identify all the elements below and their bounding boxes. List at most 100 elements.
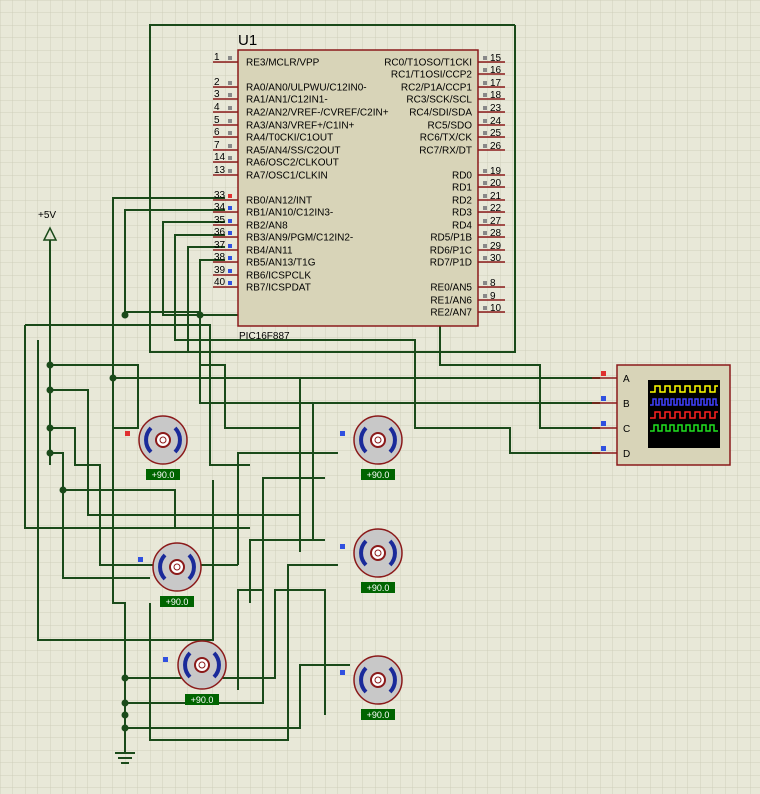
pin-state-indicator	[228, 106, 232, 110]
pin-state-indicator	[228, 244, 232, 248]
chip-pin-right[interactable]: 26 RC7/RX/DT	[419, 141, 505, 157]
wire-junction	[46, 361, 54, 369]
pin-name: RB6/ICSPCLK	[246, 271, 311, 282]
servo-value: +90.0	[367, 470, 390, 480]
servo-arm-icon	[212, 651, 221, 679]
wire-5v-left	[25, 324, 250, 466]
pin-state-indicator	[483, 256, 487, 260]
scope-channel-input[interactable]: A	[592, 371, 630, 385]
channel-label: D	[623, 449, 630, 460]
scope-channel-input[interactable]: C	[592, 421, 630, 435]
pin-state-indicator	[228, 156, 232, 160]
pin-state-indicator	[483, 56, 487, 60]
oscilloscope[interactable]: ABC D	[592, 364, 731, 466]
servo-value-box	[160, 596, 194, 607]
wire-junction	[196, 311, 204, 319]
servo-motor[interactable]: +90.0	[163, 640, 227, 705]
pin-name: RB2/AN8	[246, 221, 288, 232]
scope-channel-input[interactable]: B	[592, 396, 630, 410]
chip-pin-right[interactable]: 30 RD7/P1D	[430, 253, 505, 269]
pin-name: RA0/AN0/ULPWU/C12IN0-	[246, 83, 367, 94]
pin-state-indicator	[228, 144, 232, 148]
pin-number: 29	[490, 241, 502, 252]
pin-number: 22	[490, 203, 502, 214]
servo-state-indicator	[340, 431, 345, 436]
pin-number: 30	[490, 253, 502, 264]
channel-state-indicator	[601, 446, 606, 451]
servo-motor[interactable]: +90.0	[340, 655, 403, 720]
power-label: +5V	[38, 210, 56, 221]
power-terminal[interactable]: +5V	[38, 210, 58, 241]
wire-a6	[63, 489, 176, 528]
scope-channel-input[interactable]: D	[592, 446, 630, 460]
pin-state-indicator	[483, 169, 487, 173]
pin-name: RC0/T1OSO/T1CKI	[384, 58, 472, 69]
pin-state-indicator	[228, 219, 232, 223]
pin-name: RA7/OSC1/CLKIN	[246, 171, 328, 182]
chip-pin-right[interactable]: 10 RE2/AN7	[430, 303, 505, 319]
pin-state-indicator	[483, 206, 487, 210]
pin-name: RA2/AN2/VREF-/CVREF/C2IN+	[246, 108, 389, 119]
chip-body[interactable]	[237, 49, 479, 327]
pin-name: RC7/RX/DT	[419, 146, 472, 157]
pin-name: RD1	[452, 183, 472, 194]
pin-number: 26	[490, 141, 502, 152]
pin-number: 3	[214, 89, 220, 100]
pin-state-indicator	[483, 131, 487, 135]
pin-name: RD6/P1C	[430, 246, 472, 257]
pin-number: 7	[214, 140, 220, 151]
pin-name: RE2/AN7	[430, 308, 472, 319]
ground-symbol[interactable]	[115, 752, 135, 764]
wire-junction	[121, 711, 129, 719]
channel-label: A	[623, 374, 630, 385]
pin-name: RD7/P1D	[430, 258, 472, 269]
pin-number: 10	[490, 303, 502, 314]
pin-name: RB7/ICSPDAT	[246, 283, 311, 294]
servo-motor[interactable]: +90.0	[125, 415, 188, 480]
servo-motor[interactable]: +90.0	[340, 415, 403, 480]
servo-motor[interactable]: +90.0	[138, 542, 202, 607]
servo-state-indicator	[163, 657, 168, 662]
pin-state-indicator	[228, 56, 232, 60]
chip-pin-right[interactable]: 22 RD3	[452, 203, 505, 219]
pin-name: RD3	[452, 208, 472, 219]
chip-pin-right[interactable]: 29 RD6/P1C	[430, 241, 505, 257]
channel-state-indicator	[601, 396, 606, 401]
servo-motor[interactable]: +90.0	[340, 528, 403, 593]
pin-name: RE0/AN5	[430, 283, 472, 294]
channel-state-indicator	[601, 421, 606, 426]
scope-screen	[648, 380, 720, 448]
